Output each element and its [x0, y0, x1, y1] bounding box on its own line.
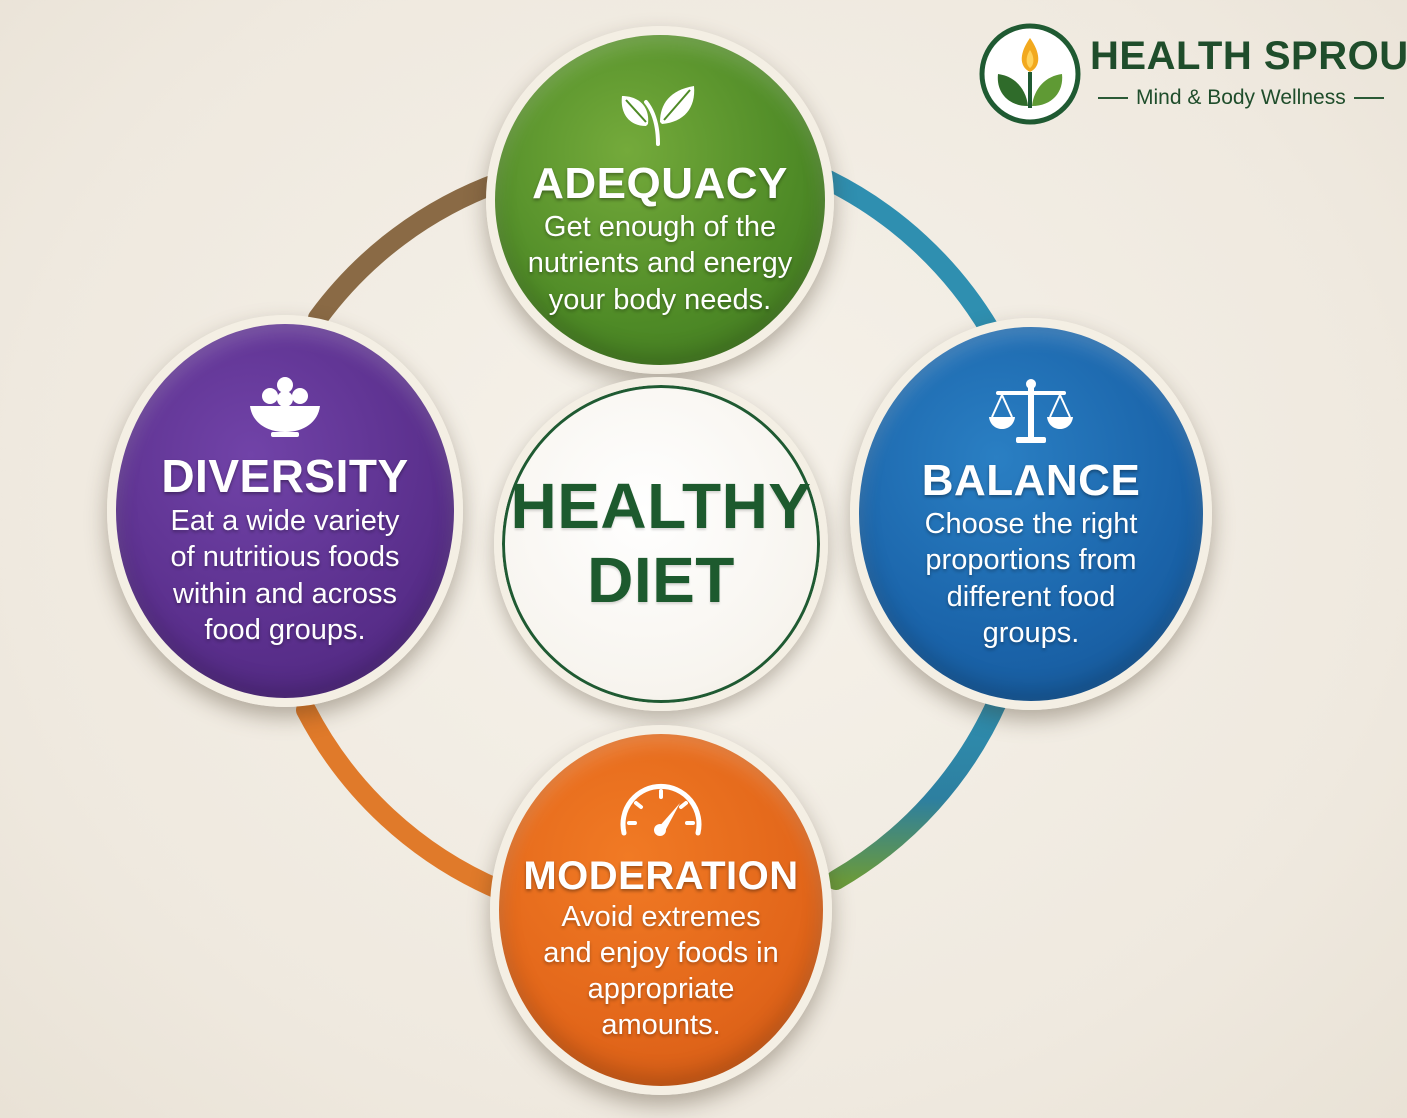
ring-arc-bottom-right: [826, 690, 1008, 890]
diversity-circle: DIVERSITY Eat a wide variety of nutritio…: [107, 315, 463, 707]
ring-arc-top-right: [818, 170, 1000, 340]
balance-title: BALANCE: [921, 456, 1141, 505]
moderation-circle: MODERATION Avoid extremes and enjoy food…: [490, 725, 832, 1095]
gauge-icon: [616, 777, 706, 848]
leaves-icon: [618, 82, 702, 153]
brand-name: HEALTH SPROUT: [1090, 34, 1407, 78]
balance-description: Choose the right proportions from differ…: [924, 508, 1138, 649]
adequacy-title: ADEQUACY: [532, 159, 788, 209]
ring-arc-bottom-left: [296, 700, 510, 900]
moderation-title: MODERATION: [523, 853, 799, 898]
scale-icon: [986, 377, 1076, 450]
center-title: HEALTHY DIET: [510, 470, 812, 616]
moderation-description: Avoid extremes and enjoy foods in approp…: [543, 900, 779, 1042]
sprout-flame-icon: [978, 22, 1082, 126]
balance-circle: BALANCE Choose the right proportions fro…: [850, 318, 1212, 710]
bowl-icon: [246, 374, 324, 443]
brand-logo: HEALTH SPROUT Mind & Body Wellness: [978, 20, 1407, 130]
diversity-title: DIVERSITY: [161, 450, 409, 502]
diversity-description: Eat a wide variety of nutritious foods w…: [170, 505, 400, 646]
adequacy-circle: ADEQUACY Get enough of the nutrients and…: [486, 26, 834, 374]
adequacy-description: Get enough of the nutrients and energy y…: [527, 211, 793, 316]
ring-arc-top-left: [308, 172, 510, 328]
brand-tagline: Mind & Body Wellness: [1090, 86, 1360, 110]
healthy-diet-center: HEALTHY DIET: [494, 377, 828, 711]
